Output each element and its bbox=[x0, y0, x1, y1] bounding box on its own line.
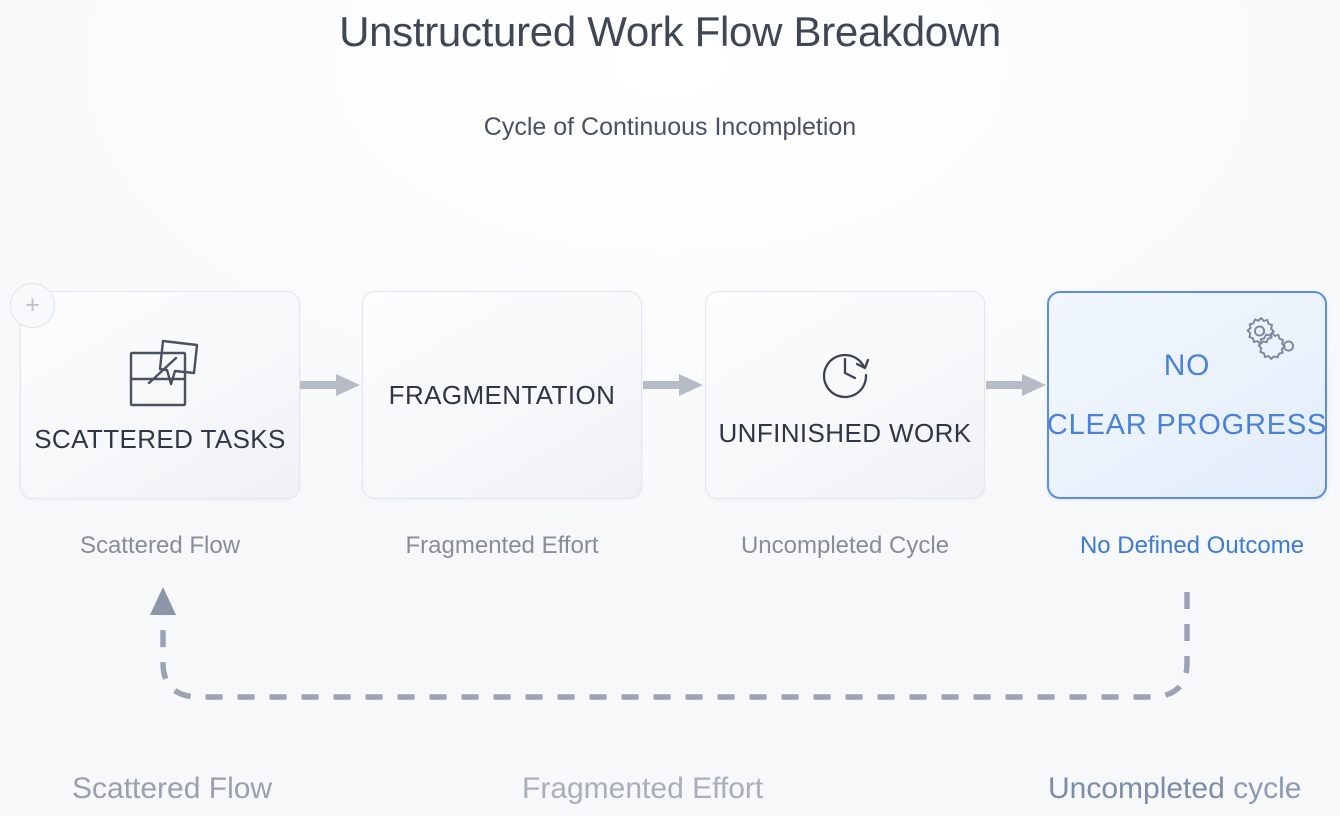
dashed-feedback-loop-arrow-icon bbox=[150, 587, 1190, 700]
flow-caption-fragmented-effort: Fragmented Effort bbox=[405, 532, 599, 559]
flow-card-label-line2: CLEAR PROGRESS bbox=[1046, 408, 1328, 441]
flow-card-label-line1: NO bbox=[1163, 348, 1211, 382]
flow-card-label: FRAGMENTATION bbox=[388, 379, 616, 410]
plus-icon: + bbox=[25, 291, 40, 319]
flow-card-no-clear-progress[interactable]: NO CLEAR PROGRESS bbox=[1047, 291, 1327, 499]
flow-card-fragmentation[interactable]: FRAGMENTATION bbox=[362, 291, 642, 499]
connector-arrow-3 bbox=[986, 372, 1048, 398]
flow-card-unfinished-work[interactable]: UNFINISHED WORK bbox=[705, 291, 985, 499]
scattered-notes-icon bbox=[118, 336, 202, 410]
flow-caption-no-defined-outcome: No Defined Outcome bbox=[1079, 532, 1305, 559]
bottom-label-uncompleted-tail: cycle bbox=[1233, 772, 1302, 805]
flow-card-label: SCATTERED TASKS bbox=[34, 423, 286, 454]
bottom-label-fragmented-effort: Fragmented Effort bbox=[522, 772, 764, 805]
flow-caption-uncompleted-cycle: Uncompleted Cycle bbox=[740, 532, 950, 559]
flow-caption-scattered-flow: Scattered Flow bbox=[79, 532, 241, 559]
page-title: Unstructured Work Flow Breakdown bbox=[339, 8, 1001, 55]
bottom-label-scattered-flow: Scattered Flow bbox=[72, 772, 273, 805]
gears-icon bbox=[1229, 315, 1301, 367]
add-node-badge[interactable]: + bbox=[10, 283, 55, 328]
connector-arrow-2 bbox=[643, 372, 705, 398]
bottom-label-uncompleted-cycle: Uncompleted cycle bbox=[1048, 772, 1301, 816]
page-subtitle: Cycle of Continuous Incompletion bbox=[483, 113, 857, 141]
flow-card-scattered-tasks[interactable]: SCATTERED TASKS bbox=[20, 291, 300, 499]
connector-arrow-1 bbox=[300, 372, 362, 398]
flow-card-label: UNFINISHED WORK bbox=[718, 417, 972, 448]
clock-rotate-icon bbox=[814, 342, 876, 404]
bottom-label-uncompleted-head: Uncompleted bbox=[1048, 772, 1234, 805]
